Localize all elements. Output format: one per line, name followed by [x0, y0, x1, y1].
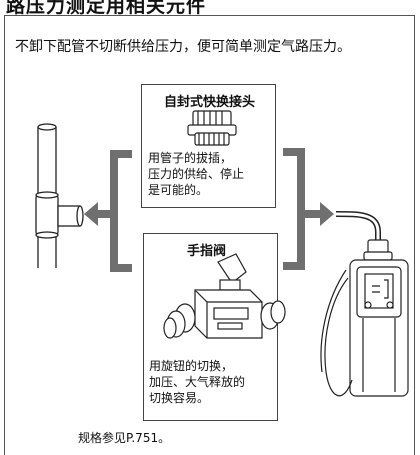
coupling-icon	[187, 110, 237, 146]
left-bracket-arrow	[84, 150, 132, 272]
intro-text: 不卸下配管不切断供给压力，便可简单测定气路压力。	[15, 39, 351, 55]
finger-valve-icon	[163, 253, 286, 339]
spec-reference: 规格参见P.751。	[78, 431, 171, 445]
coupling-box: 自封式快换接头 用管子的拔插， 压力的供给、停止 是可能的。	[141, 84, 276, 208]
valve-title: 手指阀	[187, 244, 227, 259]
right-bracket-arrow	[283, 148, 334, 270]
coupling-description: 用管子的拔插， 压力的供给、停止 是可能的。	[148, 151, 245, 197]
valve-description: 用旋钮的切换， 加压、大气释放的 切换容易。	[149, 359, 246, 405]
pressure-gauge-icon	[320, 259, 409, 397]
connector-tube-icon	[335, 211, 393, 261]
coupling-title: 自封式快换接头	[164, 95, 256, 110]
pipe-tee-icon	[35, 123, 84, 268]
section-title: 路压力测定用相关元件	[6, 0, 207, 17]
